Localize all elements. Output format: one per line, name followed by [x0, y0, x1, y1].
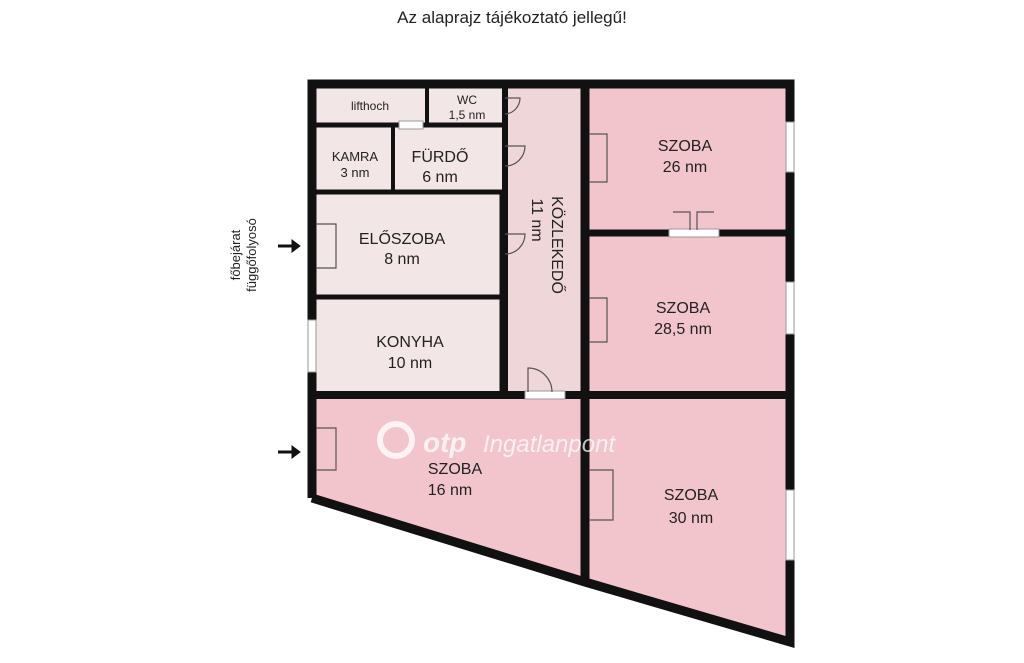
room-szoba-26-name: SZOBA: [658, 138, 713, 155]
room-kamra-name: KAMRA: [332, 149, 379, 164]
room-furdo-name: FÜRDŐ: [412, 147, 469, 166]
interior-walls: [312, 84, 790, 582]
room-furdo-floor: [394, 126, 505, 190]
corridor-name: KÖZLEKEDŐ: [548, 196, 567, 294]
room-konyha-name: KONYHA: [376, 334, 444, 351]
room-szoba-16-name: SZOBA: [428, 461, 483, 478]
room-szoba-30-area: 30 nm: [669, 510, 713, 527]
entrance-label-line1: főbejárat: [228, 229, 243, 280]
room-furdo-area: 6 nm: [422, 169, 458, 186]
room-lifthoch-floor: [316, 88, 426, 124]
room-szoba-285-name: SZOBA: [656, 300, 711, 317]
room-szoba-16-area: 16 nm: [428, 482, 472, 499]
room-szoba-26-area: 26 nm: [663, 159, 707, 176]
windows: [307, 120, 795, 561]
room-eloszoba-name: ELŐSZOBA: [359, 229, 446, 248]
room-szoba-285-floor: [585, 235, 786, 393]
room-wc-floor: [428, 88, 505, 124]
room-wc-area: 1,5 nm: [449, 108, 486, 122]
room-eloszoba-floor: [316, 194, 502, 296]
otp-logo-icon: [377, 421, 415, 459]
room-szoba-285-area: 28,5 nm: [654, 321, 712, 338]
room-eloszoba-area: 8 nm: [384, 251, 420, 268]
entrance-arrows: [278, 239, 301, 459]
entrance-label-line2: függőfolyosó: [244, 218, 259, 292]
watermark-brand: otp: [423, 427, 467, 458]
room-szoba-16-floor: [316, 395, 585, 578]
room-konyha-area: 10 nm: [388, 355, 432, 372]
room-kamra-floor: [316, 126, 392, 190]
room-szoba-30-floor: [585, 395, 786, 638]
room-konyha-floor: [316, 298, 502, 393]
corridor-area: 11 nm: [528, 198, 545, 241]
room-lifthoch-name: lifthoch: [351, 99, 389, 113]
corridor-floor: [505, 88, 585, 395]
room-szoba-26-floor: [585, 88, 786, 230]
outer-walls: [307, 79, 795, 649]
watermark-text: Ingatlanpont: [483, 431, 616, 458]
otp-watermark: otp Ingatlanpont: [377, 421, 616, 459]
room-szoba-30-name: SZOBA: [664, 487, 719, 504]
disclaimer-note: Az alaprajz tájékoztató jellegű!: [397, 8, 627, 27]
doors: [316, 97, 714, 521]
room-wc-name: WC: [457, 93, 477, 107]
room-kamra-area: 3 nm: [341, 165, 370, 180]
